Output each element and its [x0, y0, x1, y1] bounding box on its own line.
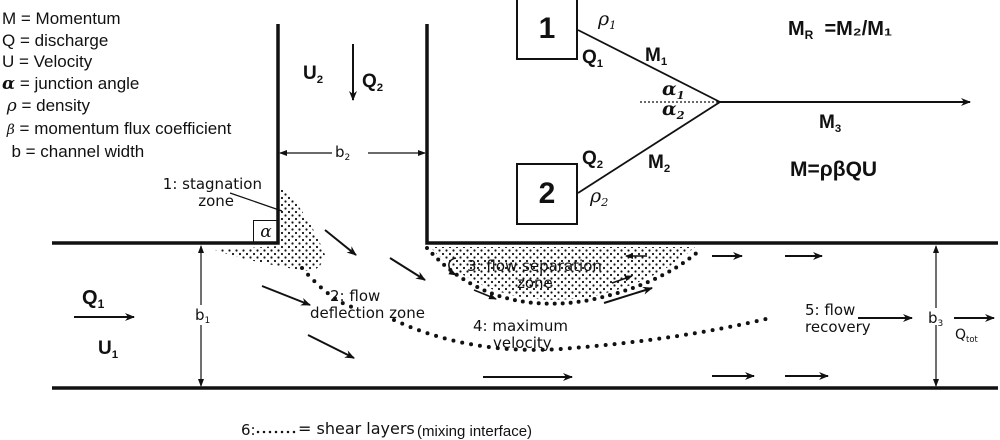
- outflow-arrow-1: [603, 286, 653, 304]
- momentum-vector-diagram: [577, 29, 971, 194]
- legend-item: b = channel width: [11, 142, 145, 161]
- m3-label: M3: [819, 112, 842, 135]
- width-dimensions: [198, 150, 939, 387]
- rho2-label: ρ2: [590, 185, 609, 209]
- m1-label: M1: [645, 45, 668, 68]
- b1-label: b1: [195, 306, 211, 327]
- b3-label: b3: [928, 309, 944, 330]
- junction-angle-box: α: [253, 220, 278, 243]
- legend-item: α = junction angle: [2, 73, 140, 94]
- main-channel-top-wall-right: [425, 24, 998, 245]
- m2-label: M2: [648, 152, 671, 175]
- deflection-arrow-1: [324, 229, 357, 256]
- shear-layer-deflection: [300, 266, 354, 309]
- main-channel-top-wall-left: [52, 24, 280, 245]
- legend-item: β = momentum flux coefficient: [6, 118, 232, 138]
- q2-label: Q2: [362, 71, 384, 94]
- m1-vector-line: [577, 29, 721, 103]
- alpha1-label: α1: [662, 78, 685, 102]
- stagnation-zone-stipple: [215, 185, 325, 271]
- zone-6-note: (mixing interface): [417, 423, 533, 440]
- q1-momentum-label: Q1: [582, 47, 604, 70]
- symbol-legend: M = Momentum Q = discharge U = Velocity …: [2, 8, 231, 163]
- channel-walls: [52, 24, 998, 390]
- shear-layers: [256, 246, 772, 434]
- stipple-zones: [215, 185, 695, 300]
- u1-label: U1: [98, 338, 119, 361]
- u2-label: U2: [303, 63, 324, 86]
- deflection-arrow-3: [261, 285, 311, 306]
- qtot-label: Qtot: [955, 327, 978, 344]
- momentum-ratio-formula: MR =M₂/M₁: [788, 18, 893, 43]
- stagnation-leader-line: [229, 192, 283, 212]
- q2-momentum-label: Q2: [582, 148, 604, 171]
- deflection-arrow-4: [307, 334, 355, 359]
- shear-layer-separation-boundary: [425, 246, 702, 306]
- q1-label: Q1: [82, 287, 105, 312]
- separation-recirc-arrow-1: [473, 289, 497, 300]
- legend-item: Q = discharge: [2, 30, 109, 50]
- separation-zone-stipple: [430, 247, 695, 300]
- m2-vector-line: [577, 101, 721, 194]
- channel-1-box: 1: [516, 0, 578, 60]
- rho1-label: ρ1: [598, 8, 617, 32]
- momentum-formula: M=ρβQU: [790, 158, 878, 181]
- legend-item: M = Momentum: [2, 9, 121, 28]
- deflection-arrow-2: [389, 257, 426, 281]
- shear-layer-main: [392, 316, 772, 352]
- alpha2-label: α2: [662, 98, 685, 122]
- legend-item: U = Velocity: [2, 52, 93, 71]
- channel-2-box: 2: [516, 163, 578, 225]
- zone-6-label: = shear layers: [298, 419, 415, 438]
- legend-item: ρ = density: [6, 96, 90, 116]
- b2-label: b2: [335, 143, 351, 164]
- zone-6-prefix: 6:: [241, 421, 256, 439]
